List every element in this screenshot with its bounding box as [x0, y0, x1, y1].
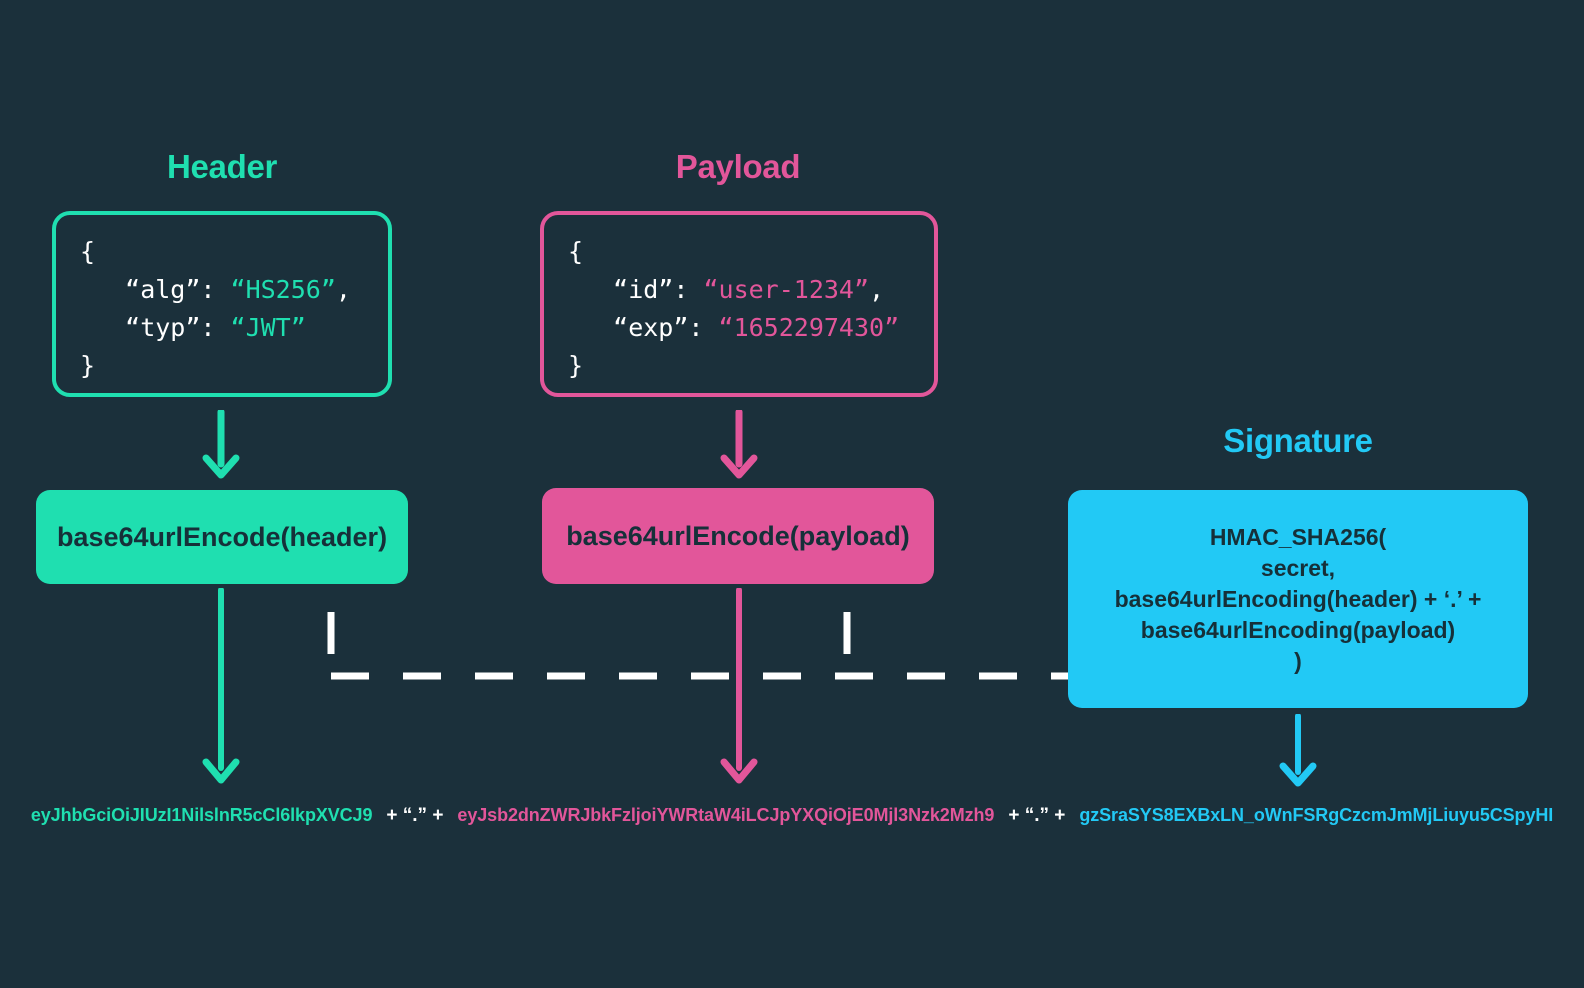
- token-joiner-first: + “.” +: [386, 805, 444, 826]
- header-json-line-alg: “alg”: “HS256”,: [80, 271, 366, 309]
- signature-formula-line-5: ): [1294, 647, 1302, 674]
- header-encode-to-token-arrow: [200, 588, 242, 786]
- arrow-down-icon: [202, 588, 240, 784]
- header-token-text: eyJhbGciOiJIUzI1NilslnR5cCl6lkpXVCJ9: [30, 805, 373, 825]
- payload-json-line-exp: “exp”: “1652297430”: [568, 309, 912, 347]
- signature-formula-line-3: base64urlEncoding(header) + ‘.’ +: [1114, 585, 1482, 612]
- payload-encode-to-token-arrow: [718, 588, 760, 786]
- header-json-comma-alg: ,: [335, 275, 351, 304]
- payload-json-key-id: “id”:: [613, 275, 689, 304]
- payload-column-title: Payload: [675, 148, 801, 185]
- header-column-title: Header: [166, 148, 278, 185]
- payload-token-text: eyJsb2dnZWRJbkFzljoiYWRtaW4iLCJpYXQiOjE0…: [457, 805, 995, 825]
- dashed-connector-group: [300, 600, 1100, 700]
- signature-to-token-arrow: [1277, 714, 1319, 788]
- payload-encode-box[interactable]: base64urlEncode(payload): [542, 488, 934, 584]
- payload-json-line-id: “id”: “user-1234”,: [568, 271, 912, 309]
- payload-json-key-exp: “exp”:: [613, 313, 704, 342]
- signature-formula-box[interactable]: HMAC_SHA256( secret, base64urlEncoding(h…: [1068, 490, 1528, 708]
- token-joiner-second: + “.” +: [1008, 805, 1066, 826]
- payload-json-close-brace: }: [568, 351, 584, 380]
- arrow-down-icon: [202, 410, 240, 479]
- header-encode-box[interactable]: base64urlEncode(header): [36, 490, 408, 584]
- header-json-key-typ: “typ”:: [125, 313, 216, 342]
- header-json-box: { “alg”: “HS256”, “typ”: “JWT” }: [52, 211, 392, 397]
- signature-formula-line-4: base64urlEncoding(payload): [1140, 616, 1456, 643]
- signature-formula-line-1: HMAC_SHA256(: [1209, 523, 1387, 550]
- header-json-open-brace: {: [80, 237, 96, 266]
- arrow-down-icon: [720, 410, 758, 479]
- payload-json-comma-id: ,: [869, 275, 885, 304]
- header-json-value-typ: “JWT”: [230, 313, 306, 342]
- jwt-token-row: eyJhbGciOiJIUzI1NilslnR5cCl6lkpXVCJ9 + “…: [0, 805, 1584, 827]
- signature-formula-line-2: secret,: [1260, 554, 1336, 581]
- arrow-down-icon: [1279, 714, 1317, 787]
- payload-json-box: { “id”: “user-1234”, “exp”: “1652297430”…: [540, 211, 938, 397]
- payload-json-value-id: “user-1234”: [703, 275, 870, 304]
- header-to-encode-arrow: [200, 410, 242, 480]
- header-json-line-typ: “typ”: “JWT”: [80, 309, 366, 347]
- signature-token-text: gzSraSYS8EXBxLN_oWnFSRgCzcmJmMjLiuyu5CSp…: [1079, 805, 1554, 825]
- payload-json-value-exp: “1652297430”: [718, 313, 900, 342]
- header-json-key-alg: “alg”:: [125, 275, 216, 304]
- arrow-down-icon: [720, 588, 758, 784]
- signature-column-title: Signature: [1223, 422, 1373, 459]
- payload-json-open-brace: {: [568, 237, 584, 266]
- payload-to-encode-arrow: [718, 410, 760, 480]
- header-json-value-alg: “HS256”: [230, 275, 336, 304]
- header-json-close-brace: }: [80, 351, 96, 380]
- dashed-connector-line: [327, 612, 1075, 680]
